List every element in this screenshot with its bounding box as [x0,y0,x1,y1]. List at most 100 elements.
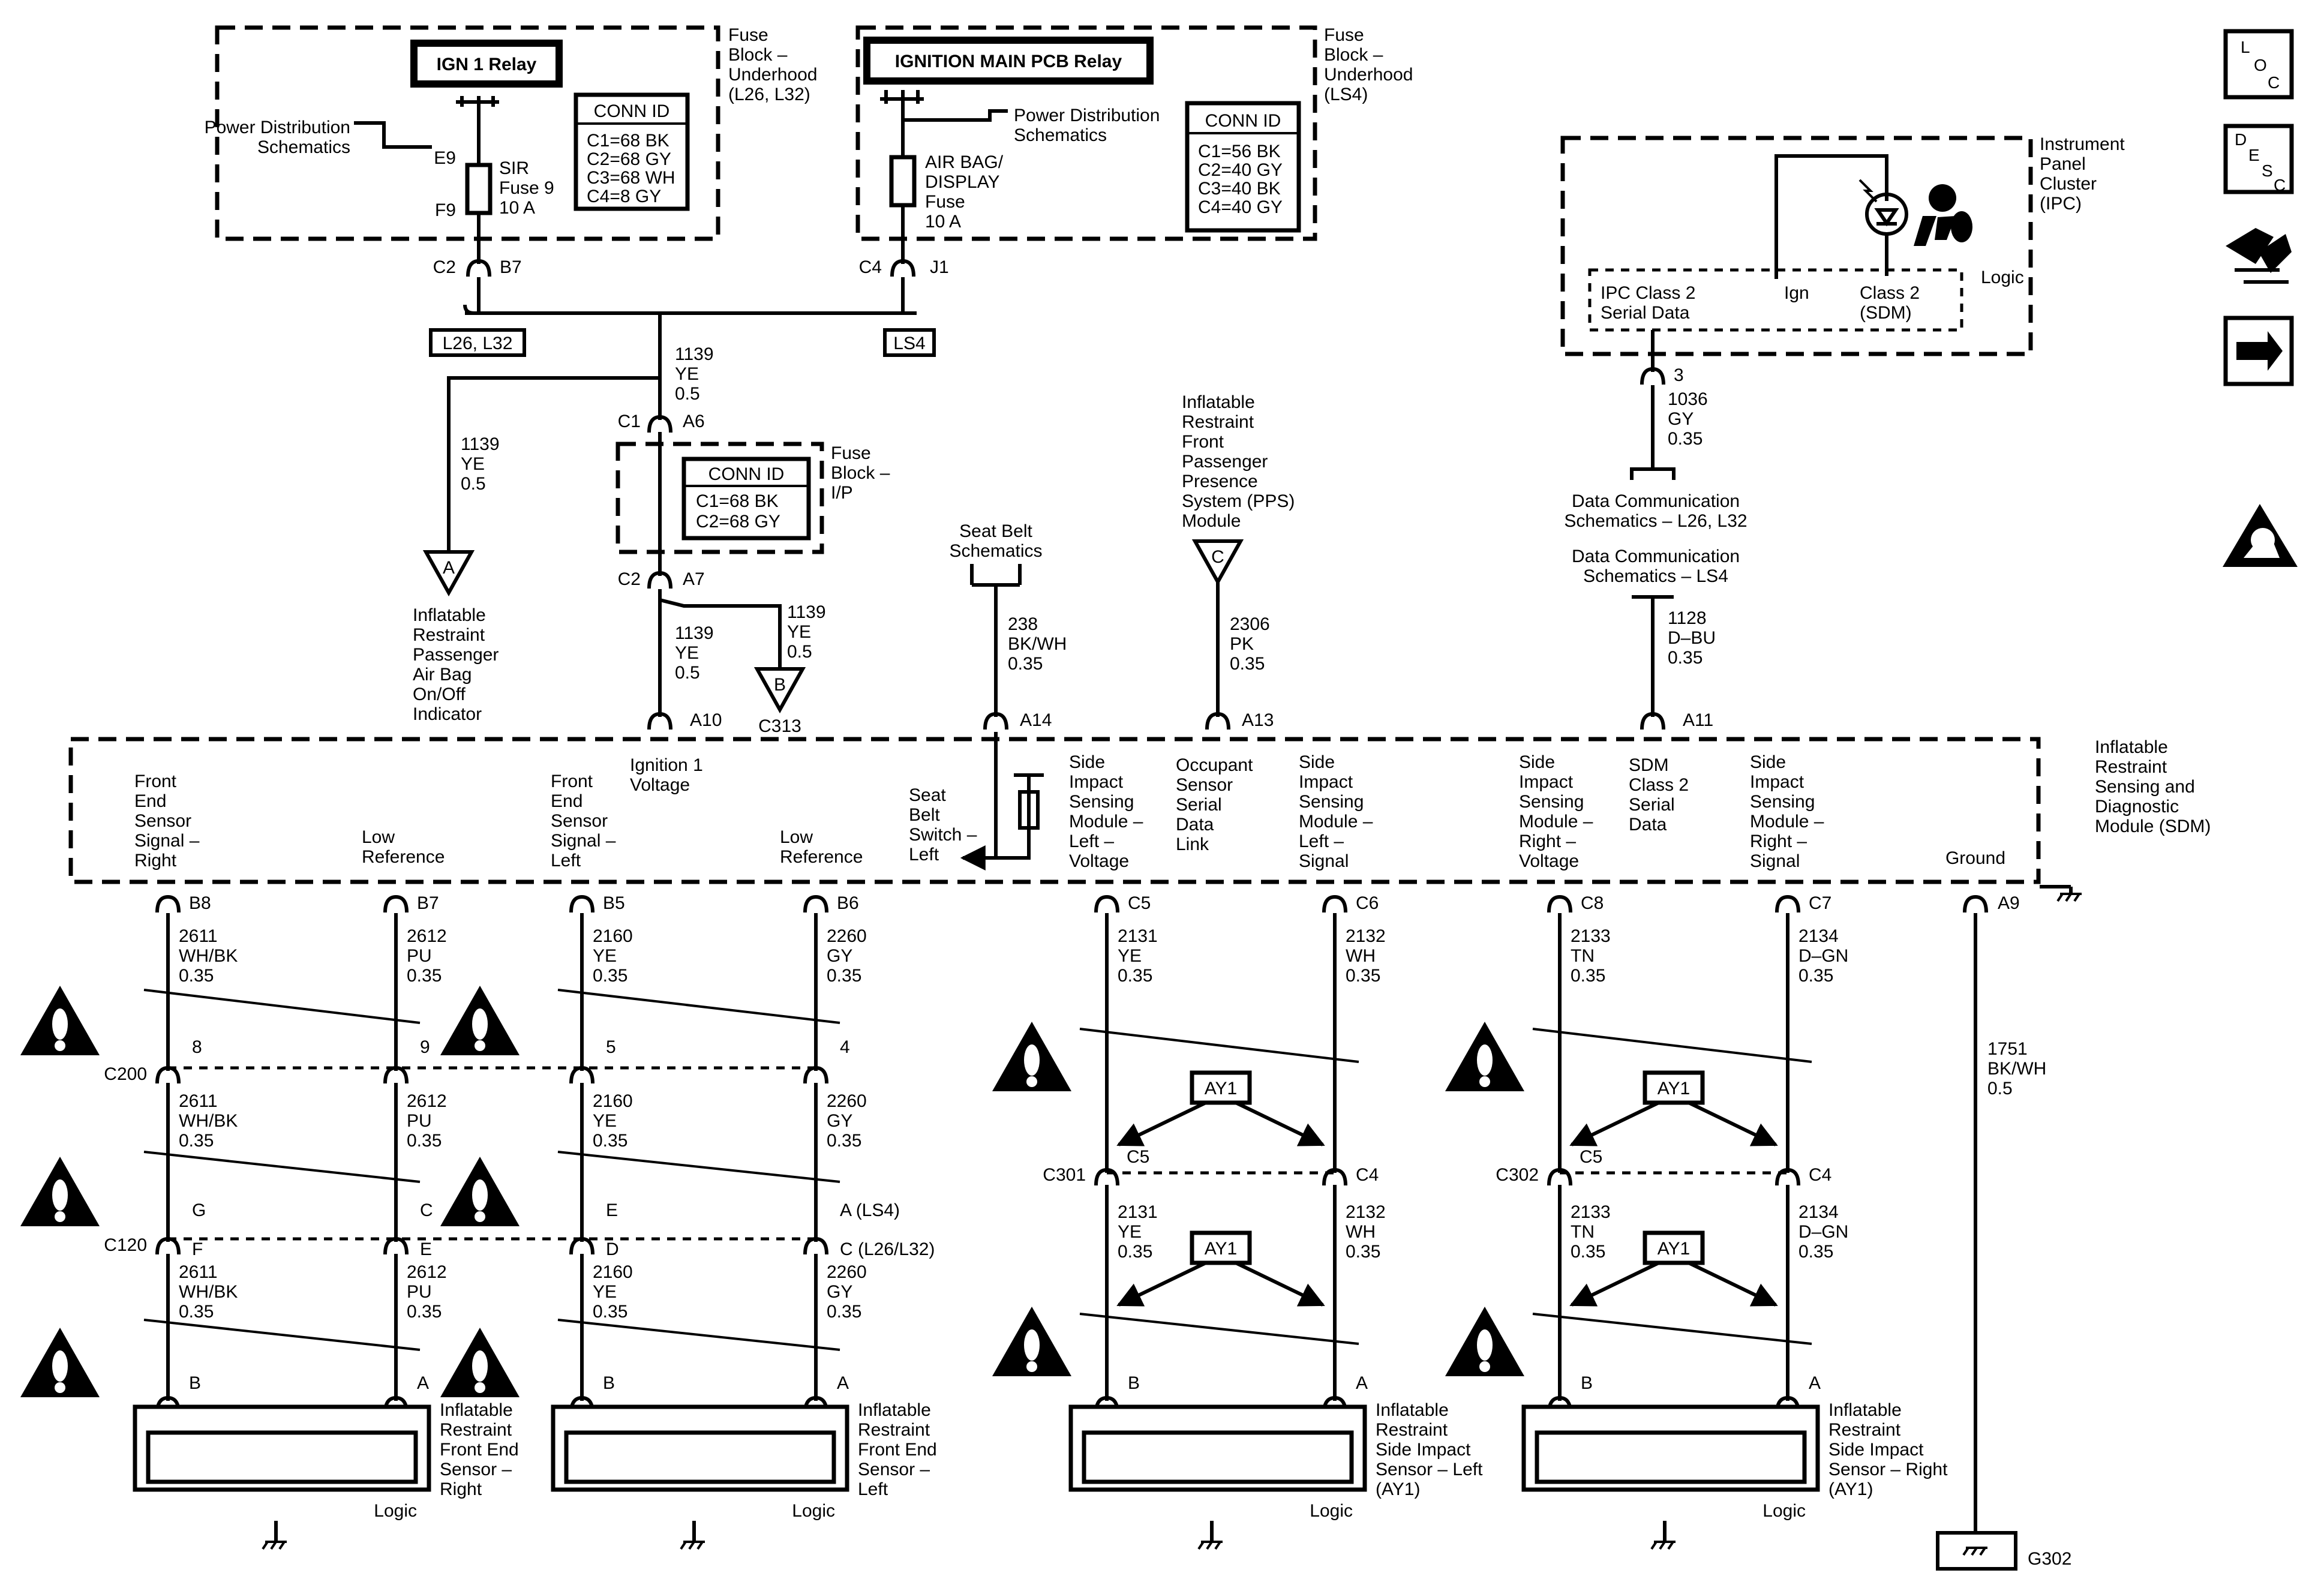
sdm-bottom-pin-label: B8 [189,893,211,913]
sdm-bottom-pin-label: B7 [417,893,439,913]
air-bag-fuse-label-line: AIR BAG/ [925,152,1004,172]
sdm-front-right-line: Sensor [134,811,191,831]
sdm-low-ref-1-line: Reference [362,847,445,867]
wire-1036-label-line: GY [1668,409,1694,429]
wire-label-bot-4-line: 2131 [1118,1202,1158,1222]
caution-icon [1445,1022,1524,1091]
ref-a-label-line: Restraint [413,625,485,645]
ipc-label-line: Panel [2040,154,2086,174]
sdm-bottom-pin-label: C6 [1356,893,1379,913]
twisted-pair-marker [1532,1028,1812,1063]
sdm-side-r-sig-line: Impact [1750,772,1804,792]
wire-2306-label-line: PK [1230,634,1254,654]
caution-icon [20,1328,100,1397]
sensor-logic-1: Logic [792,1501,835,1521]
sensor-label-1-line: Front End [858,1440,937,1460]
sensor-ground [270,1541,277,1550]
sensor-label-2-line: Inflatable [1376,1400,1449,1420]
wire-label-bot-1-line: 0.35 [407,1302,442,1322]
term-e9: E9 [434,148,456,168]
sensor-label-0-line: Right [440,1479,482,1499]
g302-ground [1971,1547,1978,1556]
c200-pin: 5 [606,1037,616,1057]
ref-a-label-line: Air Bag [413,665,472,685]
sdm-pin-B6 [803,894,828,913]
ref-a-label-line: Passenger [413,645,499,665]
sensor-ground [688,1541,695,1550]
sdm-case-ground [2056,893,2064,902]
pin-a14: A14 [1020,710,1052,730]
sdm-side-l-volt-line: Left – [1069,831,1114,851]
sdm-occupant-line: Serial [1176,795,1222,815]
lamp-light-icon [1858,179,1878,203]
lamp-diode [1874,208,1899,227]
caution-icon [992,1307,1071,1376]
sdm-label-line: Module (SDM) [2095,816,2211,836]
wire-label-mid-3-line: 0.35 [827,1131,861,1151]
option-tag-l26-text: L26, L32 [443,334,513,353]
wire-label-top-3-line: 2260 [827,926,867,946]
sensor-ground [1650,1541,1658,1550]
sdm-front-right-line: Right [134,851,177,870]
c120-pin-top: A (LS4) [840,1200,900,1220]
wire-label-top-1-line: 2612 [407,926,447,946]
sensor-label-0-line: Front End [440,1440,519,1460]
wire-1036-label-line: 0.35 [1668,429,1703,449]
sdm-class2-line: Data [1629,815,1667,834]
desc-icon-d: D [2235,130,2247,149]
sdm-side-l-sig-line: Left – [1299,831,1344,851]
sdm-front-left-line: Sensor [551,811,608,831]
connector-c4-j1 [890,259,915,277]
wire-1139-label-line: YE [675,364,699,384]
sdm-pin-B8 [155,894,181,913]
sdm-seat-belt-line: Switch – [909,825,977,845]
conn-c1: C1 [618,412,641,431]
caution-dot [475,1211,485,1222]
ay1-text: AY1 [1205,1079,1237,1098]
caution-dot [475,1382,485,1393]
ref-a-label-line: On/Off [413,685,466,704]
caution-mark [1024,1329,1040,1361]
wire-1128-label-line: D–BU [1668,628,1716,648]
caution-dot [55,1211,65,1222]
conn-id-list-1-line: C2=68 GY [587,149,671,169]
wire-label-bot-1-line: PU [407,1282,432,1302]
ref-a-label-line: Indicator [413,704,482,724]
wire-label-top-0-line: 2611 [179,926,218,946]
sdm-pin-C6 [1322,894,1347,913]
wire-1128-label-line: 1128 [1668,608,1707,628]
c120-pin-bot: D [606,1239,619,1259]
occupant-head [1929,184,1956,212]
c200-pin: 4 [840,1037,850,1057]
pds-branch-2 [903,109,1008,122]
caution-mark [1477,1329,1493,1361]
sdm-ground: Ground [1945,848,2005,868]
wire-label-bot-5-line: 2132 [1346,1202,1386,1222]
wire-label-top-4-line: 0.35 [1118,966,1152,986]
wire-label-top-0-line: WH/BK [179,946,238,966]
ay1-option-box [1643,1070,1705,1105]
g302-ground [1979,1547,1986,1556]
desc-icon-e: E [2248,146,2260,164]
wire-label-bot-4-line: 0.35 [1118,1242,1152,1262]
wire-1139-left-label-line: YE [461,454,485,474]
wire-label-mid-0-line: 2611 [179,1091,218,1111]
sdm-occupant-line: Data [1176,815,1214,834]
ref-c-triangle-letter: C [1211,547,1224,567]
sdm-side-l-volt-line: Impact [1069,772,1124,792]
sdm-seat-belt-line: Belt [909,805,940,825]
conn-c4: C4 [859,257,882,277]
conn-id-list-2-line: C2=40 GY [1198,160,1283,180]
caution-mark [472,1350,488,1382]
